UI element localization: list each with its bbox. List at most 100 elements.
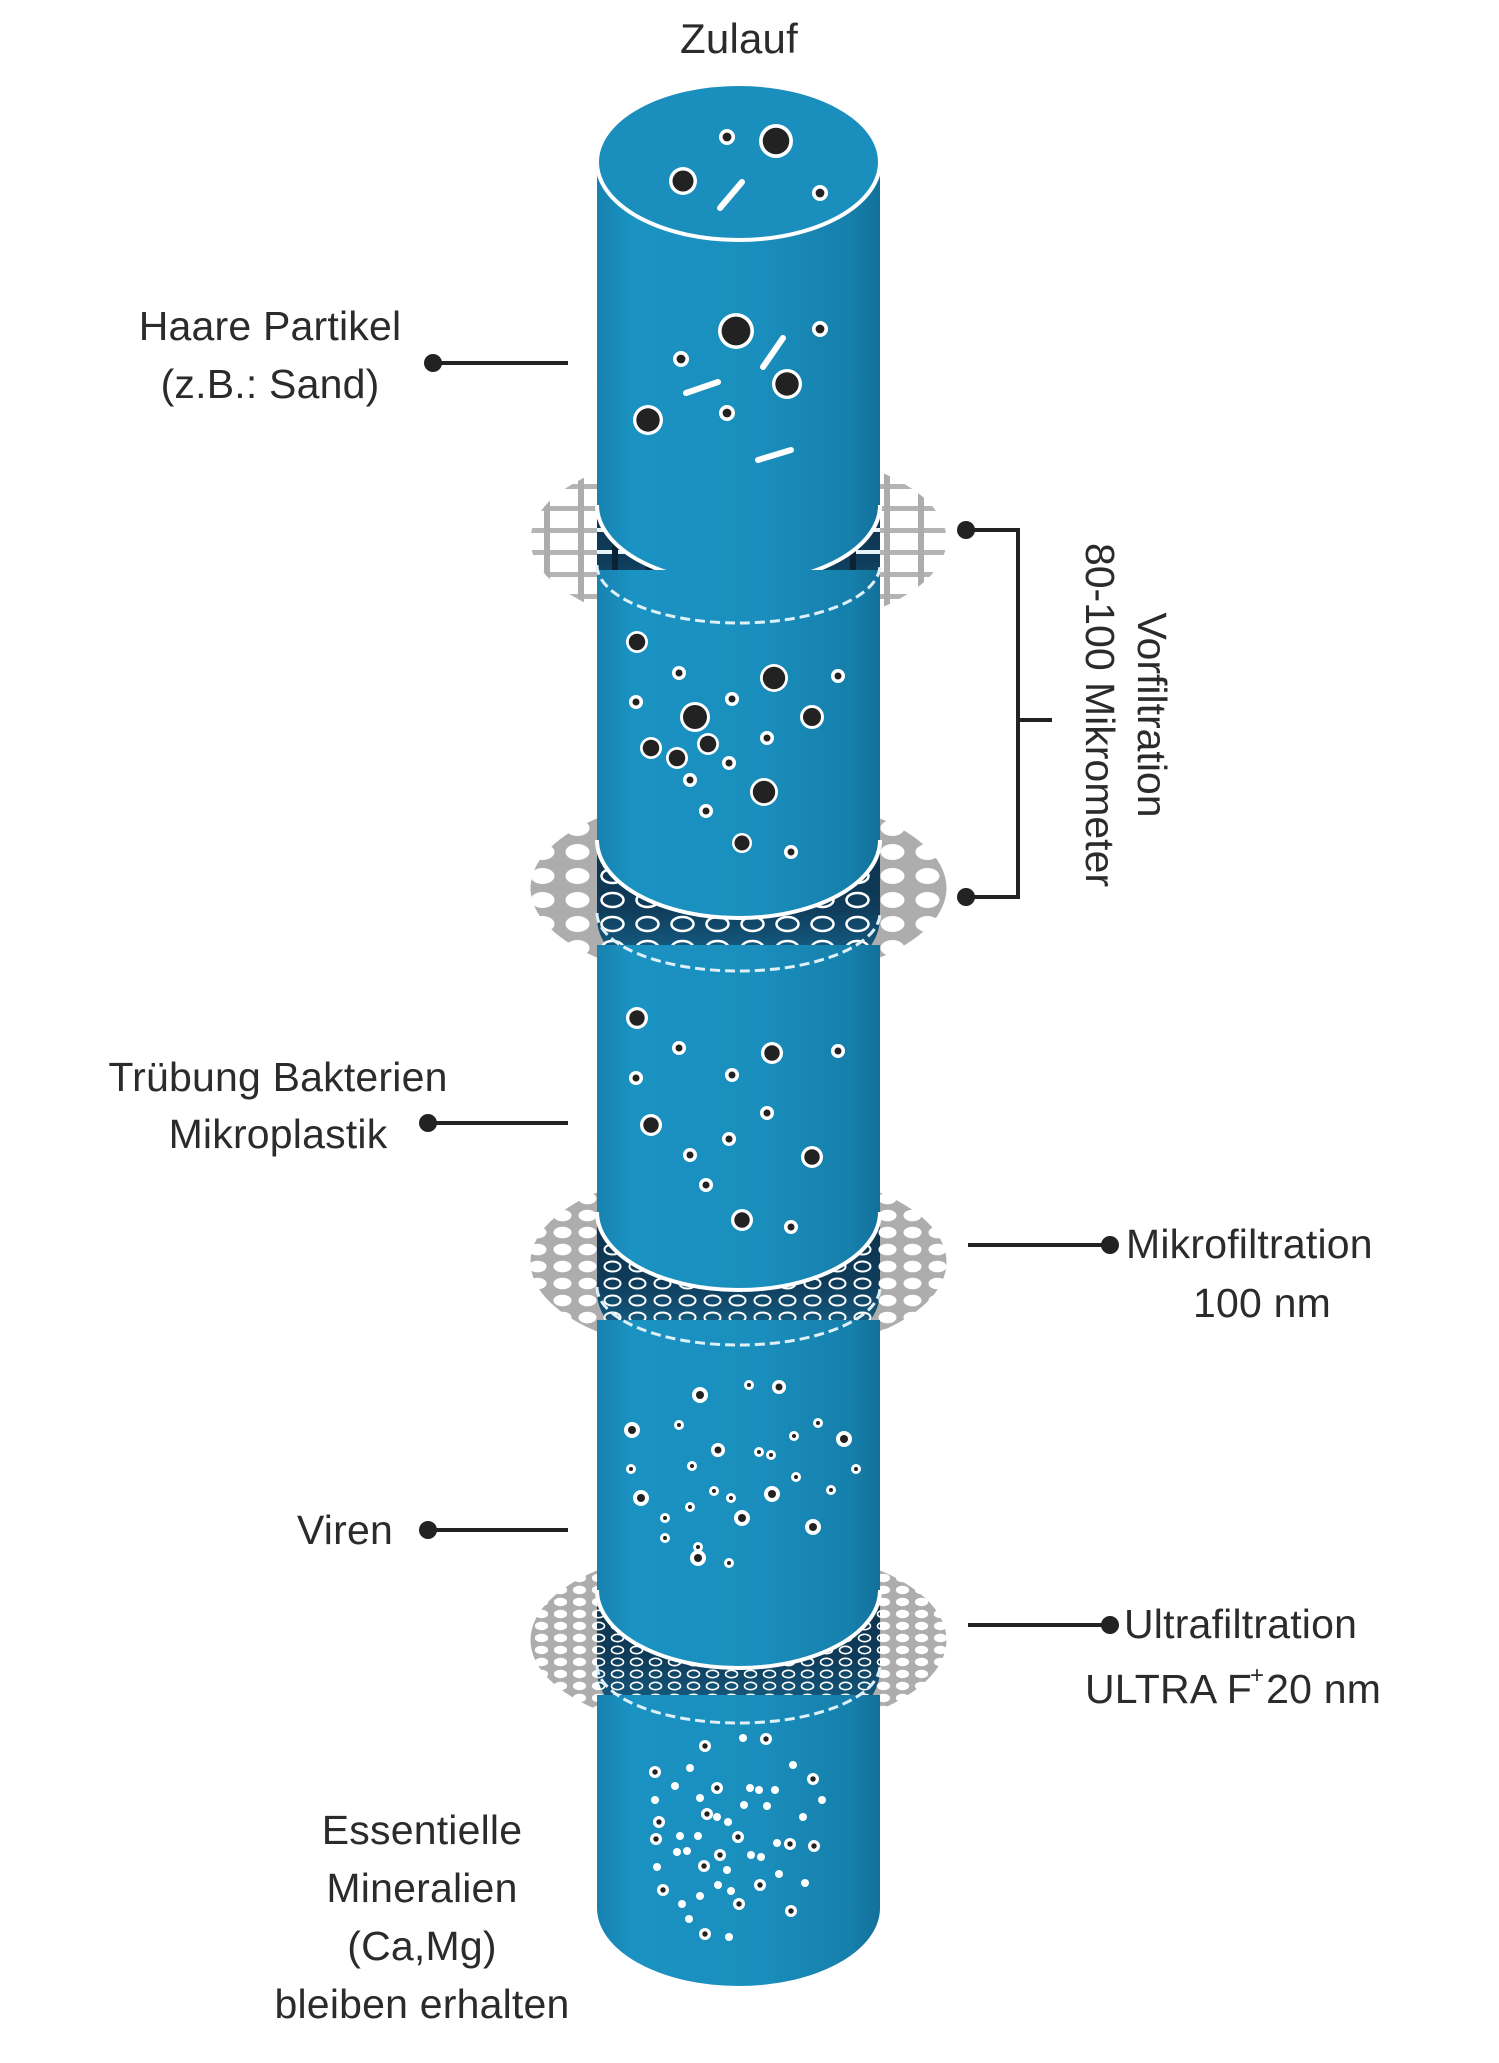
particle-ring: [746, 1784, 754, 1792]
hair-particle: [717, 179, 745, 211]
particle-core: [628, 1426, 636, 1434]
particle-core: [686, 1151, 694, 1159]
particle: [718, 313, 754, 349]
particle-core: [840, 1435, 848, 1443]
particle-core: [815, 188, 825, 198]
vorfilter-perforated-disc-rim: [595, 912, 882, 973]
particle-core: [702, 807, 710, 815]
particle-core: [702, 1181, 710, 1189]
particle: [698, 1860, 710, 1872]
particle: [678, 1900, 686, 1908]
particle: [801, 1879, 809, 1887]
particle: [676, 1832, 684, 1840]
particle: [812, 185, 828, 201]
particle-core: [763, 1109, 771, 1117]
particle-core: [810, 1776, 816, 1782]
particle-core: [763, 734, 771, 742]
ultrafiltration-disc-rim: [595, 1664, 882, 1725]
particle: [725, 1068, 739, 1082]
particle: [851, 1464, 861, 1474]
particle-core: [729, 1496, 733, 1500]
vorfiltration-range: 80-100 Mikrometer: [1077, 542, 1123, 888]
particle: [724, 1818, 732, 1826]
particle-ring: [653, 1863, 661, 1871]
particle: [711, 1443, 725, 1457]
label-line: Mineralien: [326, 1865, 518, 1911]
particle: [692, 1387, 708, 1403]
particle-ring: [696, 1892, 704, 1900]
leader-dot-mikrofiltration: [1101, 1236, 1119, 1254]
particle: [725, 1933, 733, 1941]
particle-core: [686, 776, 694, 784]
mikrofiltration-title: Mikrofiltration: [1126, 1221, 1373, 1267]
particle: [744, 1380, 754, 1390]
particle-core: [701, 1863, 707, 1869]
particle-ring: [725, 1933, 733, 1941]
particle: [690, 1550, 706, 1566]
particle-core: [734, 1212, 750, 1228]
particle: [673, 351, 689, 367]
particle-core: [704, 1811, 710, 1817]
particle: [800, 705, 824, 729]
particle-ring: [775, 1870, 783, 1878]
particle: [673, 1848, 681, 1856]
particle-core: [696, 1391, 704, 1399]
particle-core: [717, 1852, 723, 1858]
particle: [725, 692, 739, 706]
particle-core: [628, 633, 646, 651]
particle-ring: [696, 1794, 704, 1802]
particle-core: [775, 372, 799, 396]
particle: [651, 1796, 659, 1804]
particle: [713, 1813, 721, 1821]
particle-ring: [713, 1813, 721, 1821]
particle-core: [854, 1467, 858, 1471]
particle-ring: [686, 1764, 694, 1772]
particle: [732, 1831, 744, 1843]
particle: [672, 666, 686, 680]
particle: [760, 1733, 772, 1745]
particle: [723, 1866, 731, 1874]
particle: [733, 1898, 745, 1910]
particle: [672, 1041, 686, 1055]
inlet-title: Zulauf: [680, 15, 798, 62]
particle: [680, 702, 710, 732]
particle-core: [809, 1523, 817, 1531]
particle: [724, 1558, 734, 1568]
label-line: Mikroplastik: [168, 1111, 388, 1157]
particle-core: [721, 316, 751, 346]
particle: [711, 1782, 723, 1794]
particle: [808, 1840, 820, 1852]
particle-ring: [727, 1887, 735, 1895]
particle: [747, 1851, 755, 1859]
particle-core: [834, 672, 842, 680]
particle: [818, 1796, 826, 1804]
particle: [775, 1870, 783, 1878]
particle: [764, 1486, 780, 1502]
particle-ring: [739, 1734, 747, 1742]
vorfilter-grid-disc-rim: [595, 564, 882, 625]
particle: [694, 1832, 702, 1840]
particle: [624, 1422, 640, 1438]
particle-core: [725, 1135, 733, 1143]
label-line: Trübung Bakterien: [108, 1054, 448, 1100]
particle-core: [735, 1834, 741, 1840]
particle: [685, 1502, 695, 1512]
particle-core: [762, 666, 786, 690]
particle: [761, 1042, 783, 1064]
particle: [666, 747, 688, 769]
vorfiltration-title: Vorfiltration: [1129, 612, 1175, 818]
particle-core: [643, 1117, 659, 1133]
label-line: Viren: [297, 1507, 393, 1553]
particle: [754, 1447, 764, 1457]
particle: [755, 1786, 763, 1794]
particle: [660, 1533, 670, 1543]
particle-ring: [651, 1796, 659, 1804]
particle: [714, 1881, 722, 1889]
particle: [699, 1178, 713, 1192]
particle-core: [728, 695, 736, 703]
particle: [709, 1486, 719, 1496]
particle-core: [688, 1505, 692, 1509]
particle-core: [722, 408, 732, 418]
particle-core: [642, 739, 660, 757]
particle: [754, 1879, 766, 1891]
